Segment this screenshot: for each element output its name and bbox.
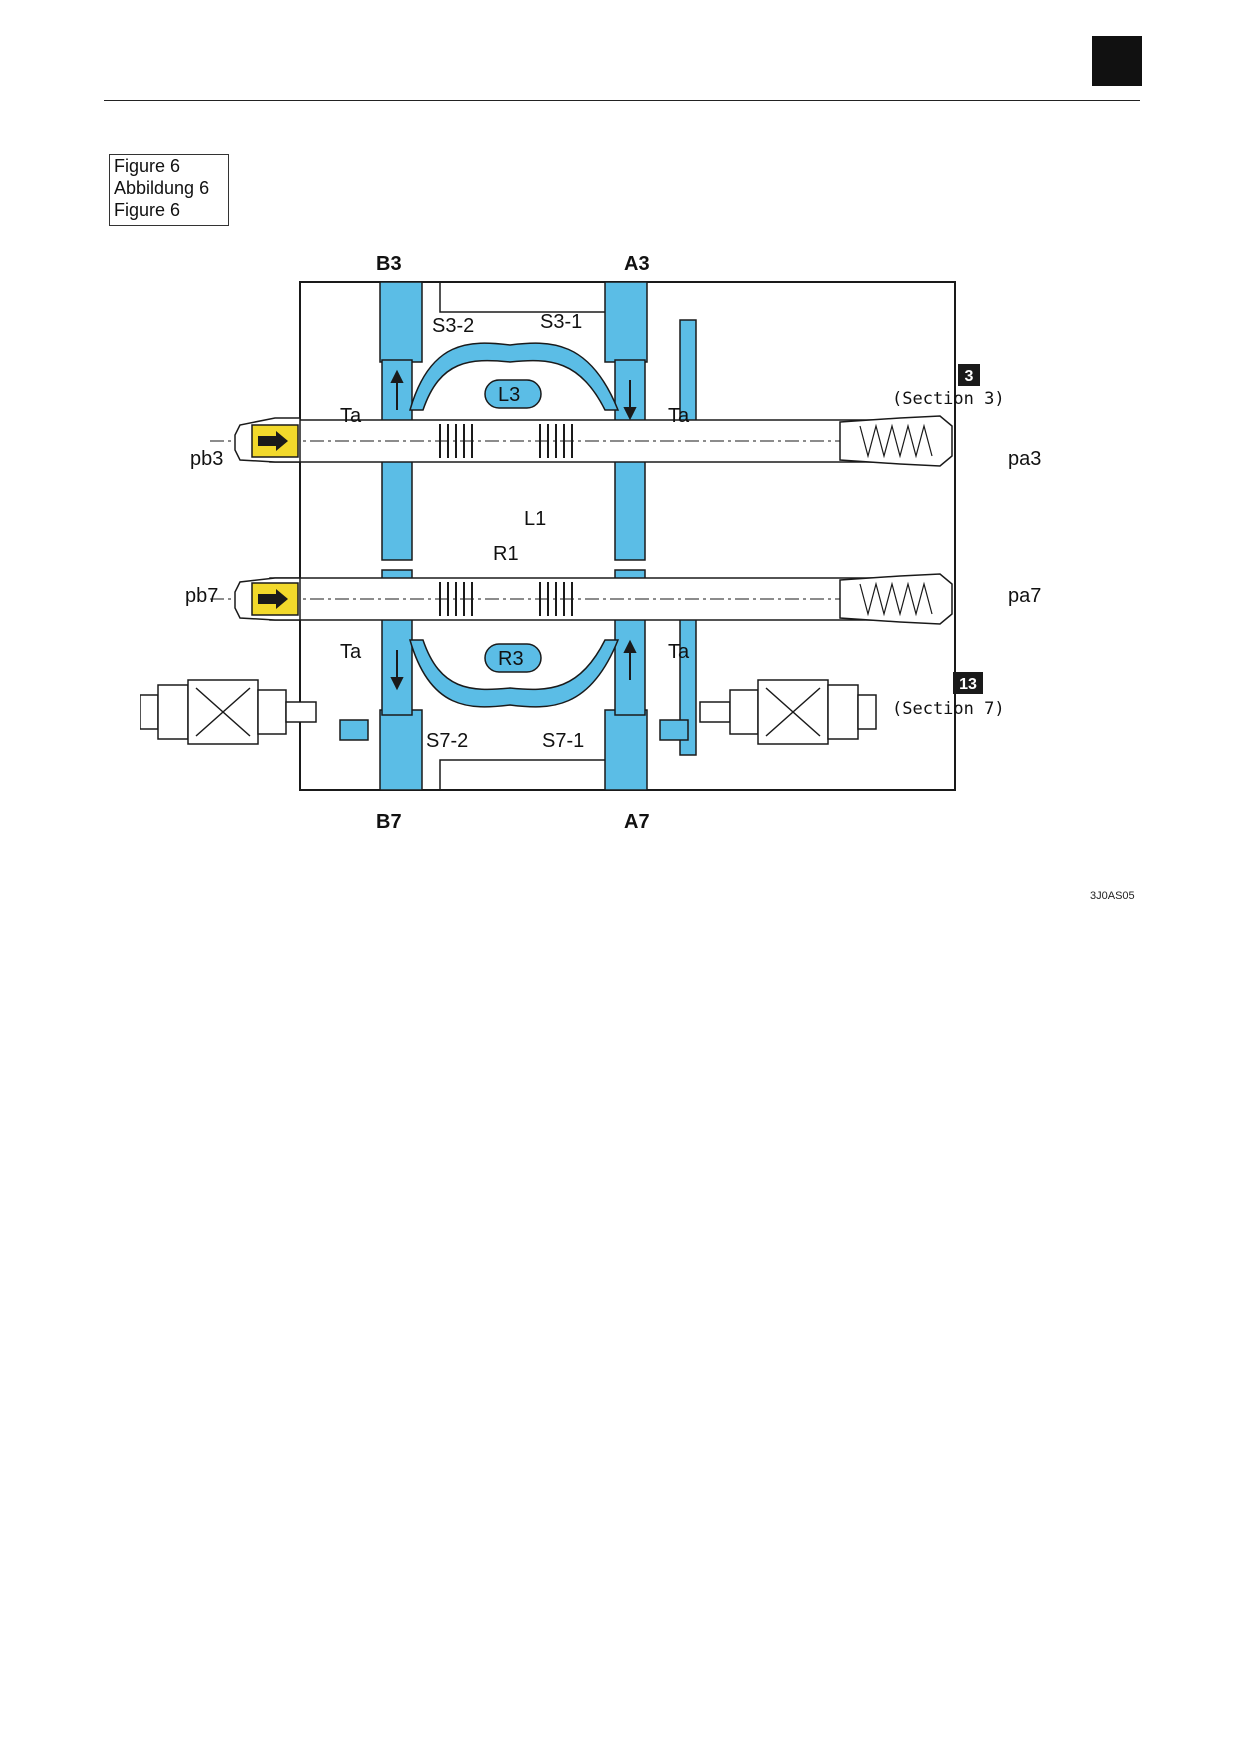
label-pb7: pb7 [185,585,218,607]
label-s3-1: S3-1 [540,311,582,333]
lower-bridge-passage [409,639,620,708]
upper-bridge-passage [409,342,620,411]
section-number-upper: 3 [965,368,974,385]
section-text-lower: (Section 7) [892,699,1005,719]
port-a7-passage [604,709,648,791]
label-a3: A3 [624,253,650,275]
label-s3-2: S3-2 [432,315,474,337]
figure-part-code: 3J0AS05 [1090,890,1135,902]
left-solenoid [140,679,317,745]
right-solenoid [699,679,877,745]
label-r1: R1 [493,543,519,565]
section-marker-upper: 3 (Section 3) [892,364,1005,409]
label-ta-top-right: Ta [668,405,690,427]
page-tab-marker [1092,36,1142,86]
label-s7-1: S7-1 [542,730,584,752]
header-rule [104,100,1140,101]
control-valve-diagram: B3 A3 B7 A7 S3-2 S3-1 S7-2 S7-1 L3 R3 L1… [140,253,1041,833]
port-a3-passage [604,281,648,363]
label-r3: R3 [498,648,524,670]
label-ta-bottom-left: Ta [340,641,362,663]
figure-caption: Figure 6 Abbildung 6 Figure 6 [109,154,229,226]
port-b7-passage [379,709,423,791]
section-number-lower: 13 [959,676,977,693]
springs [859,423,933,617]
pilot-cap-pb3 [234,417,301,463]
label-ta-bottom-right: Ta [668,641,690,663]
label-s7-2: S7-2 [426,730,468,752]
label-pa3: pa3 [1008,448,1041,470]
label-b7: B7 [376,811,402,833]
section-text-upper: (Section 3) [892,389,1005,409]
port-b3-passage [379,281,423,363]
label-l3: L3 [498,384,520,406]
label-pb3: pb3 [190,448,223,470]
caption-line-3: Figure 6 [114,200,181,220]
lower-left-connector [339,719,369,741]
chamber-l3 [484,379,542,409]
label-l1: L1 [524,508,546,530]
lower-right-connector [659,719,689,741]
chamber-r3 [484,643,542,673]
label-a7: A7 [624,811,650,833]
caption-line-2: Abbildung 6 [114,178,210,198]
label-ta-top-left: Ta [340,405,362,427]
label-b3: B3 [376,253,402,275]
section-marker-lower: 13 (Section 7) [892,672,1005,719]
flow-arrows [390,369,637,691]
label-pa7: pa7 [1008,585,1041,607]
caption-line-1: Figure 6 [114,156,181,176]
pilot-cap-pb7 [234,577,301,621]
